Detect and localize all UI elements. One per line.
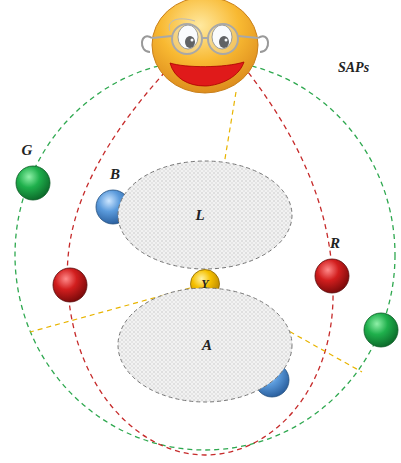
red-ball [53,268,87,302]
red-ball: R [312,233,352,293]
node-label: L [112,205,288,225]
node-label: B [95,164,135,184]
green-ball-shape [13,165,53,201]
smiley-face [142,0,268,93]
region-ellipse: A [117,287,293,403]
region-ellipse-shape [117,160,293,270]
green-ball [364,313,398,347]
node-label: A [119,335,295,355]
node-label: Y [190,269,220,299]
node-label: R [315,233,355,253]
node-label: G [7,140,47,160]
green-ball: G [13,140,53,200]
red-orbit [67,72,333,455]
title-label: SAPs [338,60,369,76]
region-ellipse: L [117,160,293,270]
green-orbit [15,60,395,450]
red-ball-shape [312,258,352,294]
yellow-ball: Y [190,269,220,299]
